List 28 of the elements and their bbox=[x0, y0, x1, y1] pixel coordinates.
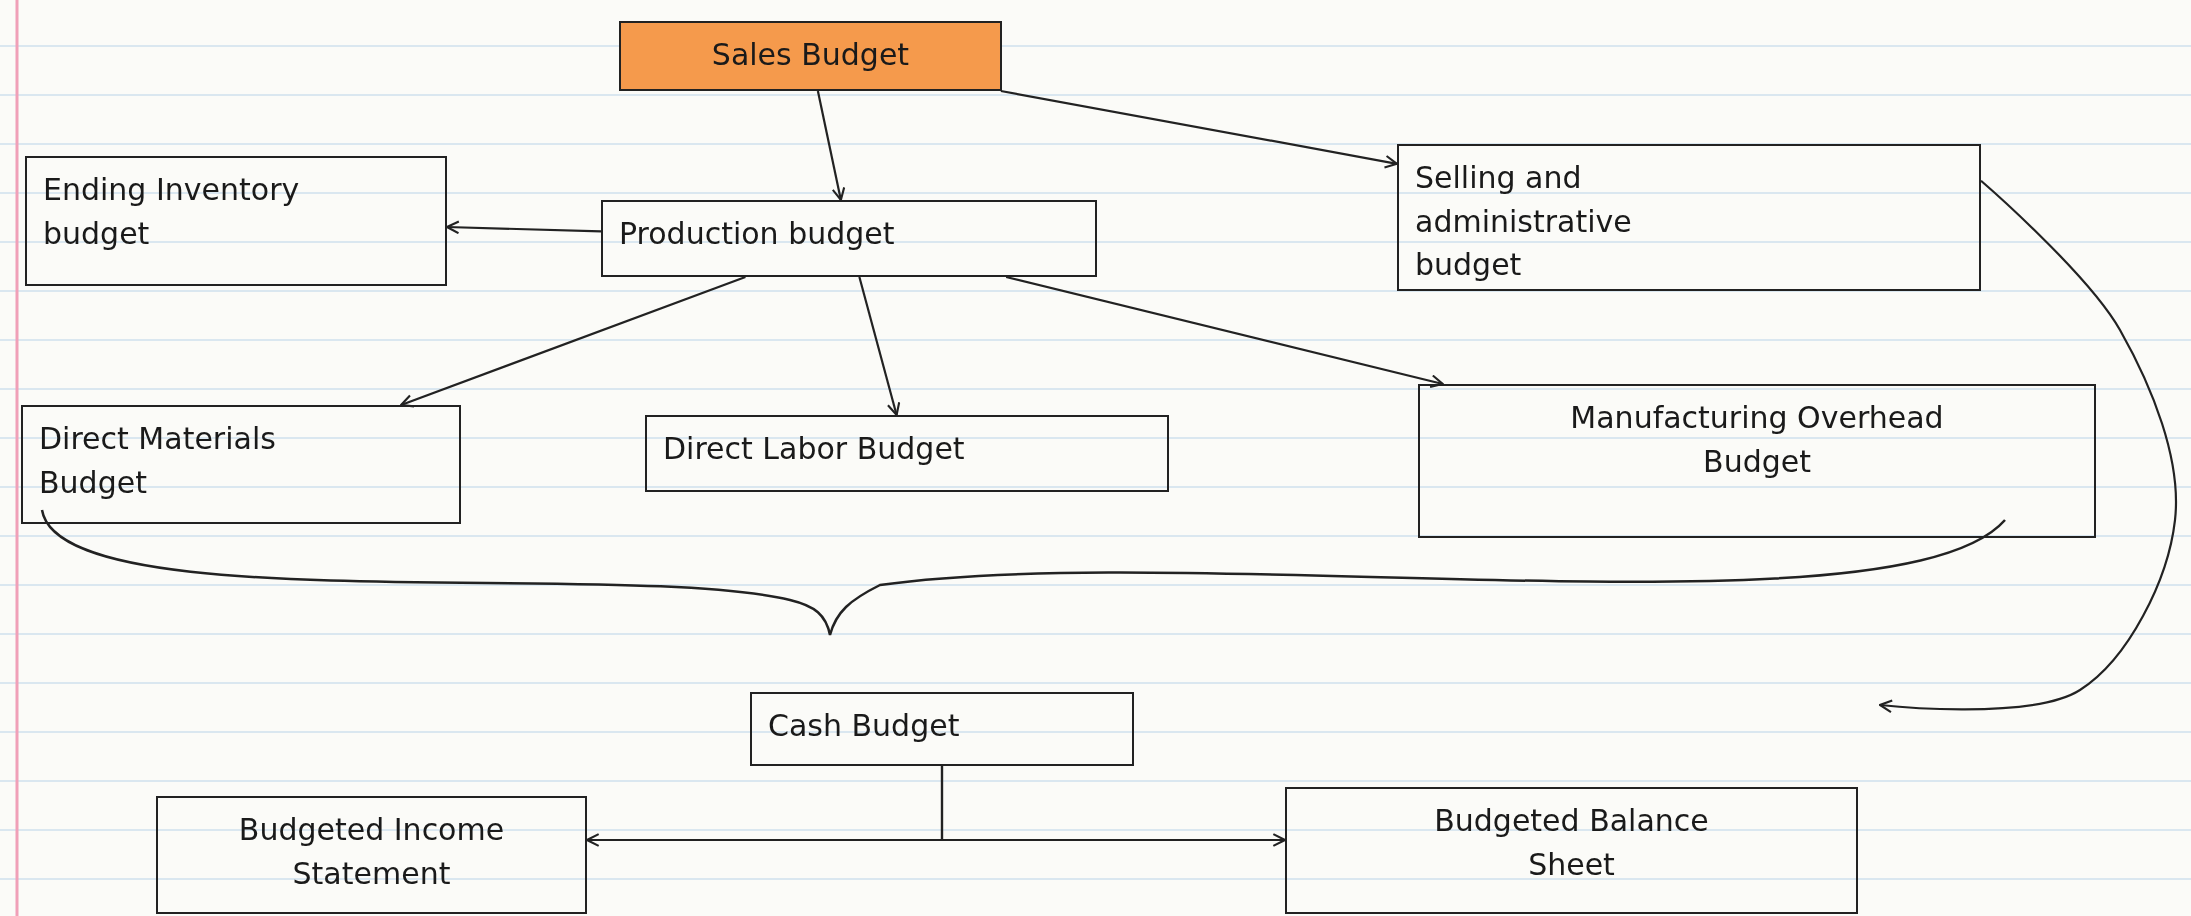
arrow bbox=[1005, 275, 1444, 388]
box-label: Budgeted Balance Sheet bbox=[1433, 802, 1710, 884]
box-label: Cash Budget bbox=[768, 707, 961, 745]
box-label: Sales Budget bbox=[710, 36, 911, 74]
budget-box bbox=[1397, 144, 1981, 291]
budget-box bbox=[1418, 384, 2096, 538]
budget-box bbox=[1285, 787, 1858, 914]
box-label: Production budget bbox=[619, 215, 896, 253]
budget-box bbox=[601, 200, 1097, 277]
box-label: Direct Labor Budget bbox=[663, 430, 966, 468]
budget-box bbox=[156, 796, 587, 914]
budget-box bbox=[750, 692, 1134, 766]
budget-box bbox=[25, 156, 447, 286]
box-label: Direct Materials Budget bbox=[39, 420, 277, 502]
budget-box bbox=[645, 415, 1169, 492]
arrow bbox=[400, 275, 746, 408]
budget-box bbox=[21, 405, 461, 524]
arrow bbox=[1878, 179, 2177, 714]
budget-box bbox=[619, 21, 1002, 91]
arrow bbox=[1000, 89, 1399, 169]
arrow bbox=[445, 220, 602, 235]
box-label: Manufacturing Overhead Budget bbox=[1569, 399, 1945, 481]
arrow bbox=[858, 276, 901, 417]
box-label: Selling and administrative budget bbox=[1415, 159, 1633, 284]
box-label: Budgeted Income Statement bbox=[237, 811, 506, 893]
box-label: Ending Inventory budget bbox=[43, 171, 301, 253]
arrow bbox=[940, 766, 1287, 847]
arrow bbox=[816, 90, 846, 202]
